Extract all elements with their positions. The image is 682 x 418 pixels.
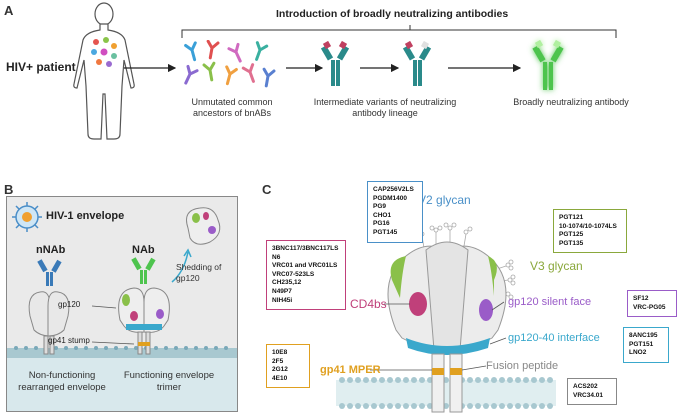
envelope-trimer-illustration [336, 222, 556, 413]
shed-gp120-icon [186, 207, 221, 245]
functional-trimer-icon [118, 287, 170, 355]
gp41-stalk [431, 353, 463, 413]
nnab-label: nNAb [36, 244, 66, 256]
stage-label-ancestors: Unmutated common ancestors of bnABs [191, 97, 273, 118]
interface-band [406, 338, 490, 355]
trimer-body [387, 241, 507, 351]
intermediate-antibody-2-icon [402, 40, 432, 86]
v3-patch-right [488, 256, 497, 296]
region-cd4bs: CD4bs [350, 297, 387, 311]
intermediate-antibodies [320, 40, 432, 86]
panel-c-letter: C [262, 182, 272, 197]
gp120-label: gp120 [58, 300, 81, 309]
ancestor-antibodies [184, 40, 276, 88]
patient-label: HIV+ patient [6, 60, 76, 74]
panel-b-letter: B [4, 182, 14, 197]
title-bracket [181, 25, 617, 38]
stage-arrows [124, 63, 522, 73]
hiv-virus-icon [12, 202, 42, 232]
region-interface: gp120-40 interface [508, 332, 600, 344]
panel-a-letter: A [4, 3, 14, 18]
shedding-label: Shedding of gp120 [176, 262, 222, 283]
intermediate-antibody-1-icon [320, 40, 350, 86]
v3-patch-left [390, 256, 406, 298]
nab-label: NAb [132, 244, 155, 256]
region-silent-face: gp120 silent face [508, 296, 592, 308]
nnab-antibody-icon [37, 259, 62, 286]
region-v3: V3 glycan [530, 259, 583, 273]
panel-b-illustration [7, 207, 237, 411]
nab-antibody-icon [131, 257, 156, 284]
panel-a-title: Introduction of broadly neutralizing ant… [272, 8, 513, 20]
human-figure [73, 2, 135, 140]
region-mper: gp41 MPER [320, 364, 381, 376]
right-caption: Functioning envelope trimer [123, 370, 215, 393]
left-caption: Non-functioning rearranged envelope [18, 370, 106, 393]
region-fusion: Fusion peptide [486, 360, 559, 372]
stage-label-bnab: Broadly neutralizing antibody [513, 97, 629, 107]
glycan-icon [415, 222, 516, 300]
gp41-stump-label: gp41 stump [48, 336, 90, 345]
cd4bs-patch [409, 292, 427, 316]
stage-label-intermediate: Intermediate variants of neutralizing an… [313, 97, 457, 118]
bnab-antibody-icon [532, 39, 564, 90]
membrane [336, 377, 556, 409]
virus-cluster-icon [91, 37, 117, 67]
silent-face-patch [479, 299, 493, 321]
panel-b-title: HIV-1 envelope [46, 210, 125, 222]
nonfunctional-envelope-icon [28, 291, 70, 355]
